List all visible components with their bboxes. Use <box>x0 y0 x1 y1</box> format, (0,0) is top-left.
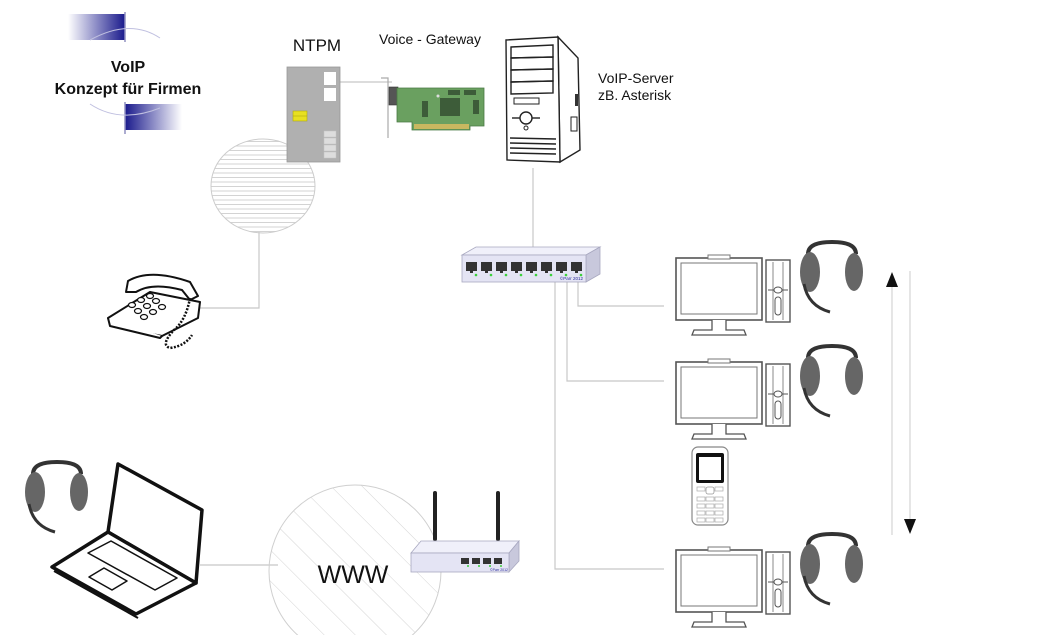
router-antenna-right <box>496 491 500 541</box>
pc-tower-icon <box>765 259 791 323</box>
monitor-icon <box>675 358 763 440</box>
switch-port <box>556 262 568 277</box>
router-antenna-left <box>433 491 437 541</box>
port-led <box>579 273 583 277</box>
switch-port <box>541 262 553 277</box>
ntpm-label: NTPM <box>293 36 341 55</box>
edge-switch-ws2 <box>566 282 664 382</box>
edge-pstn-phone <box>200 232 260 309</box>
tower-slot <box>513 97 540 105</box>
port-led <box>549 273 553 277</box>
card-bracket <box>381 77 389 138</box>
bidirectional-arrows <box>886 271 916 535</box>
wifi-router: ©Parr 2012 <box>410 491 520 574</box>
mobile-phone-icon <box>691 446 729 526</box>
pstn-cloud <box>210 138 316 234</box>
port-led <box>474 273 478 277</box>
headset-icon <box>800 239 863 314</box>
tower-bay-4 <box>510 80 554 95</box>
workstation-2 <box>675 343 863 440</box>
port-led <box>489 565 491 567</box>
switch-ports <box>466 262 583 277</box>
router-port <box>472 558 480 567</box>
edge-switch-ws3 <box>554 282 664 570</box>
ntpm-port-1 <box>324 72 336 85</box>
logo-arc-top <box>89 28 161 41</box>
port-led <box>500 565 502 567</box>
port-led <box>489 273 493 277</box>
arrow-up-icon <box>886 272 898 287</box>
router-port <box>461 558 469 567</box>
voice-gateway-label: Voice - Gateway <box>379 31 481 47</box>
switch-port <box>481 262 493 277</box>
title-line2: Konzept für Firmen <box>55 81 202 98</box>
ntpm-device: NTPM <box>286 36 341 163</box>
title-logo: VoIP Konzept für Firmen <box>55 12 202 134</box>
headset-icon <box>25 459 88 534</box>
workstation-1 <box>675 239 863 336</box>
logo-bar-bottom <box>125 104 182 130</box>
router-port <box>494 558 502 567</box>
switch-port <box>511 262 523 277</box>
switch-top <box>460 246 602 256</box>
router-port <box>483 558 491 567</box>
pc-tower-icon <box>765 551 791 615</box>
switch-copyright: ©Parr 2012 <box>560 275 584 281</box>
logo-bar-top <box>68 14 125 40</box>
headset-icon <box>800 531 863 606</box>
port-led <box>564 273 568 277</box>
port-led <box>534 273 538 277</box>
voip-server-tower <box>505 35 581 164</box>
workstation-3 <box>675 531 863 628</box>
monitor-icon <box>675 254 763 336</box>
switch-port <box>571 262 583 277</box>
port-led <box>478 565 480 567</box>
port-led <box>467 565 469 567</box>
router-top <box>410 540 520 554</box>
pc-tower-icon <box>765 363 791 427</box>
port-led <box>504 273 508 277</box>
laptop-touchpad <box>88 567 128 591</box>
voice-gateway-card: Voice - Gateway <box>379 31 485 138</box>
ntpm-slots <box>323 130 337 159</box>
switch-port <box>466 262 478 277</box>
switch-port <box>496 262 508 277</box>
tower-front <box>505 36 561 163</box>
connection-lines <box>200 81 664 570</box>
title-line1: VoIP <box>111 59 146 76</box>
voip-server-label-line2: zB. Asterisk <box>598 87 672 103</box>
router-copyright: ©Parr 2012 <box>490 568 508 572</box>
router-ports <box>461 558 502 567</box>
laptop-headset-icon <box>25 459 88 534</box>
laptop-icon <box>50 462 204 619</box>
edge-switch-ws1 <box>577 282 664 307</box>
desk-phone-icon <box>107 273 201 350</box>
laptop-keyboard <box>87 540 178 591</box>
router-front <box>410 552 510 573</box>
monitor-icon <box>675 546 763 628</box>
headset-icon <box>800 343 863 418</box>
network-switch: ©Parr 2012 <box>460 246 602 283</box>
switch-port <box>526 262 538 277</box>
port-led <box>519 273 523 277</box>
voip-server-label-line1: VoIP-Server <box>598 70 674 86</box>
ntpm-port-2 <box>324 88 336 101</box>
logo-arc-bottom <box>89 103 161 116</box>
www-label: WWW <box>318 561 389 589</box>
arrow-down-icon <box>904 519 916 534</box>
